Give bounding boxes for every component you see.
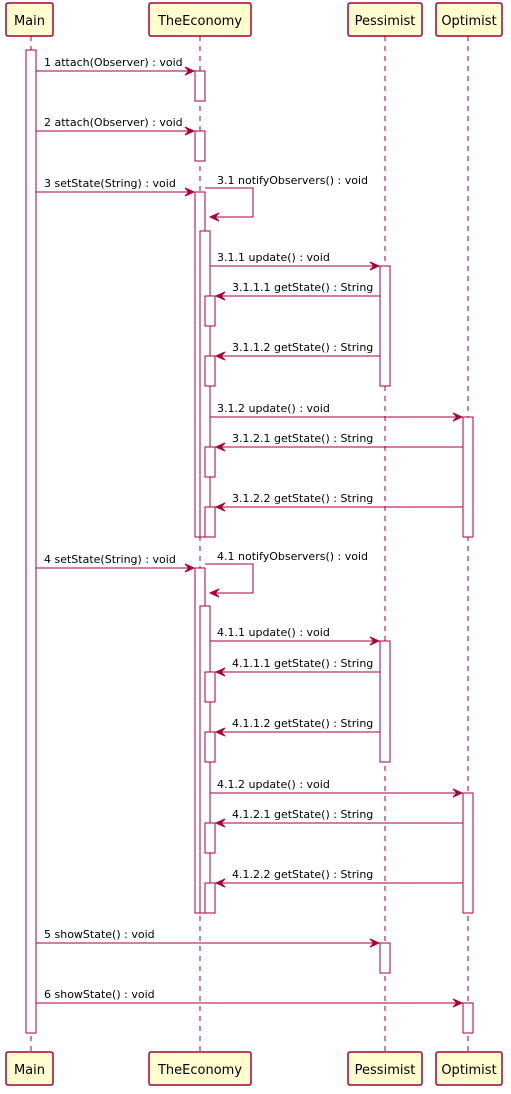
message-3-1: 3.1 notifyObservers() : void (205, 174, 368, 222)
arrowhead (214, 727, 226, 737)
message-4-1-2-1: 4.1.2.1 getState() : String (214, 808, 463, 828)
arrowhead (208, 212, 220, 222)
participant-main-top: Main (5, 2, 54, 37)
arrowhead (184, 66, 196, 76)
activation-economy-3-1-2-2 (204, 506, 216, 538)
message-layer: 1 attach(Observer) : void 2 attach(Observ… (36, 56, 464, 1008)
arrowhead (369, 938, 381, 948)
activation-pessimist-2 (379, 640, 391, 763)
participant-optimist-bottom: Optimist (435, 1051, 503, 1086)
message-label: 3.1.2.2 getState() : String (232, 492, 373, 505)
activation-main (25, 49, 37, 1034)
message-3: 3 setState(String) : void (36, 177, 196, 197)
activation-optimist-3 (462, 1002, 474, 1034)
message-4: 4 setState(String) : void (36, 553, 196, 573)
participant-label: TheEconomy (157, 1063, 242, 1078)
message-5: 5 showState() : void (36, 928, 381, 948)
activation-pessimist-3 (379, 942, 391, 974)
participant-optimist-top: Optimist (435, 2, 503, 37)
message-label: 4 setState(String) : void (44, 553, 176, 566)
message-4-1: 4.1 notifyObservers() : void (205, 550, 368, 598)
message-3-1-1: 3.1.1 update() : void (210, 251, 381, 271)
arrowhead (452, 998, 464, 1008)
participant-pessimist-bottom: Pessimist (347, 1051, 423, 1086)
participant-main-bottom: Main (5, 1051, 54, 1086)
activation-economy-1 (194, 70, 206, 102)
activation-economy-3-1-1-1 (204, 295, 216, 327)
activation-economy-3-1-2-1 (204, 446, 216, 478)
arrowhead (214, 878, 226, 888)
participant-economy-bottom: TheEconomy (148, 1051, 252, 1086)
activation-optimist-2 (462, 792, 474, 914)
message-label: 3.1 notifyObservers() : void (217, 174, 368, 187)
message-4-1-1: 4.1.1 update() : void (210, 626, 381, 646)
arrowhead (369, 261, 381, 271)
arrowhead (214, 502, 226, 512)
message-label: 4.1 notifyObservers() : void (217, 550, 368, 563)
participant-label: Optimist (441, 14, 496, 29)
message-3-1-1-1: 3.1.1.1 getState() : String (214, 281, 380, 301)
arrowhead (214, 442, 226, 452)
activation-economy-4-1-2-1 (204, 822, 216, 854)
arrowhead (184, 563, 196, 573)
arrowhead (214, 351, 226, 361)
activation-bars (25, 49, 474, 1034)
participant-label: Optimist (441, 1063, 496, 1078)
message-label: 4.1.1.2 getState() : String (232, 717, 373, 730)
participant-label: Main (14, 1063, 45, 1078)
message-arrow (205, 187, 254, 218)
arrowhead (184, 126, 196, 136)
message-label: 4.1.1.1 getState() : String (232, 657, 373, 670)
participant-label: Pessimist (355, 1063, 416, 1078)
arrowhead (214, 291, 226, 301)
arrowhead (214, 667, 226, 677)
message-6: 6 showState() : void (36, 988, 464, 1008)
message-label: 4.1.2 update() : void (217, 778, 330, 791)
message-label: 3.1.1.2 getState() : String (232, 341, 373, 354)
message-3-1-2-2: 3.1.2.2 getState() : String (214, 492, 463, 512)
activation-economy-4-1-1-2 (204, 731, 216, 763)
message-label: 4.1.2.1 getState() : String (232, 808, 373, 821)
message-label: 3.1.1 update() : void (217, 251, 330, 264)
message-label: 2 attach(Observer) : void (44, 116, 183, 129)
message-3-1-1-2: 3.1.1.2 getState() : String (214, 341, 380, 361)
message-label: 5 showState() : void (44, 928, 155, 941)
message-4-1-2-2: 4.1.2.2 getState() : String (214, 868, 463, 888)
activation-economy-4-1-1-1 (204, 671, 216, 703)
arrowhead (214, 818, 226, 828)
participant-label: Main (14, 14, 45, 29)
arrowhead (369, 636, 381, 646)
arrowhead (208, 588, 220, 598)
message-label: 1 attach(Observer) : void (44, 56, 183, 69)
activation-economy-3-1-1-2 (204, 355, 216, 387)
activation-optimist-1 (462, 416, 474, 538)
message-4-1-2: 4.1.2 update() : void (210, 778, 464, 798)
message-4-1-1-2: 4.1.1.2 getState() : String (214, 717, 380, 737)
message-1: 1 attach(Observer) : void (36, 56, 196, 76)
activation-economy-4-1-2-2 (204, 882, 216, 914)
participant-pessimist-top: Pessimist (347, 2, 423, 37)
message-2: 2 attach(Observer) : void (36, 116, 196, 136)
arrowhead (452, 412, 464, 422)
message-arrow (205, 563, 254, 594)
message-label: 3.1.2 update() : void (217, 402, 330, 415)
message-label: 3.1.2.1 getState() : String (232, 432, 373, 445)
arrowhead (452, 788, 464, 798)
message-3-1-2-1: 3.1.2.1 getState() : String (214, 432, 463, 452)
activation-economy-2 (194, 130, 206, 162)
participant-label: TheEconomy (157, 14, 242, 29)
message-label: 6 showState() : void (44, 988, 155, 1001)
activation-pessimist-1 (379, 265, 391, 387)
participant-economy-top: TheEconomy (148, 2, 252, 37)
message-label: 4.1.2.2 getState() : String (232, 868, 373, 881)
message-label: 4.1.1 update() : void (217, 626, 330, 639)
message-label: 3.1.1.1 getState() : String (232, 281, 373, 294)
message-label: 3 setState(String) : void (44, 177, 176, 190)
participant-label: Pessimist (355, 14, 416, 29)
arrowhead (184, 187, 196, 197)
message-4-1-1-1: 4.1.1.1 getState() : String (214, 657, 380, 677)
message-3-1-2: 3.1.2 update() : void (210, 402, 464, 422)
